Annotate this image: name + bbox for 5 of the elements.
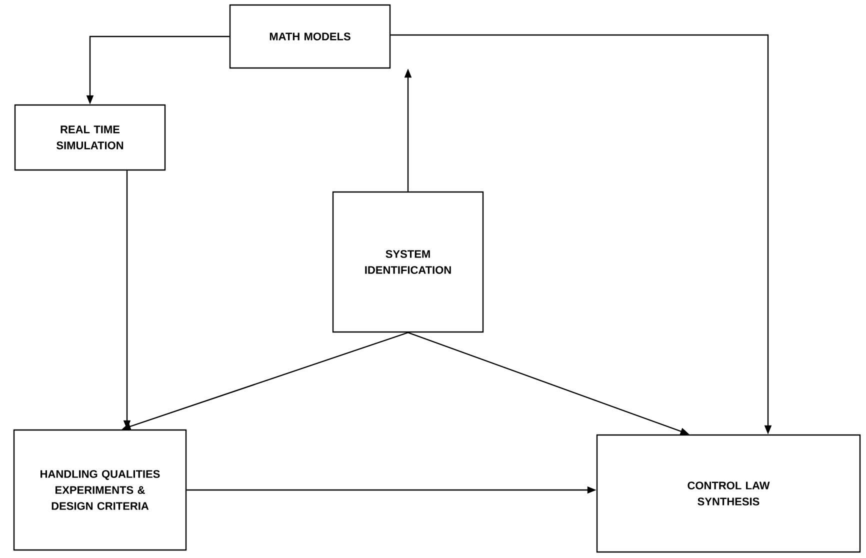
- process-box: HANDLING QUALITIES EXPERIMENTS & DESIGN CRITERIA: [13, 429, 187, 551]
- process-box: REAL TIME SIMULATION: [14, 104, 166, 171]
- process-box: CONTROL LAW SYNTHESIS: [596, 434, 861, 553]
- process-box: SYSTEM IDENTIFICATION: [332, 191, 484, 333]
- process-box: MATH MODELS: [229, 4, 391, 69]
